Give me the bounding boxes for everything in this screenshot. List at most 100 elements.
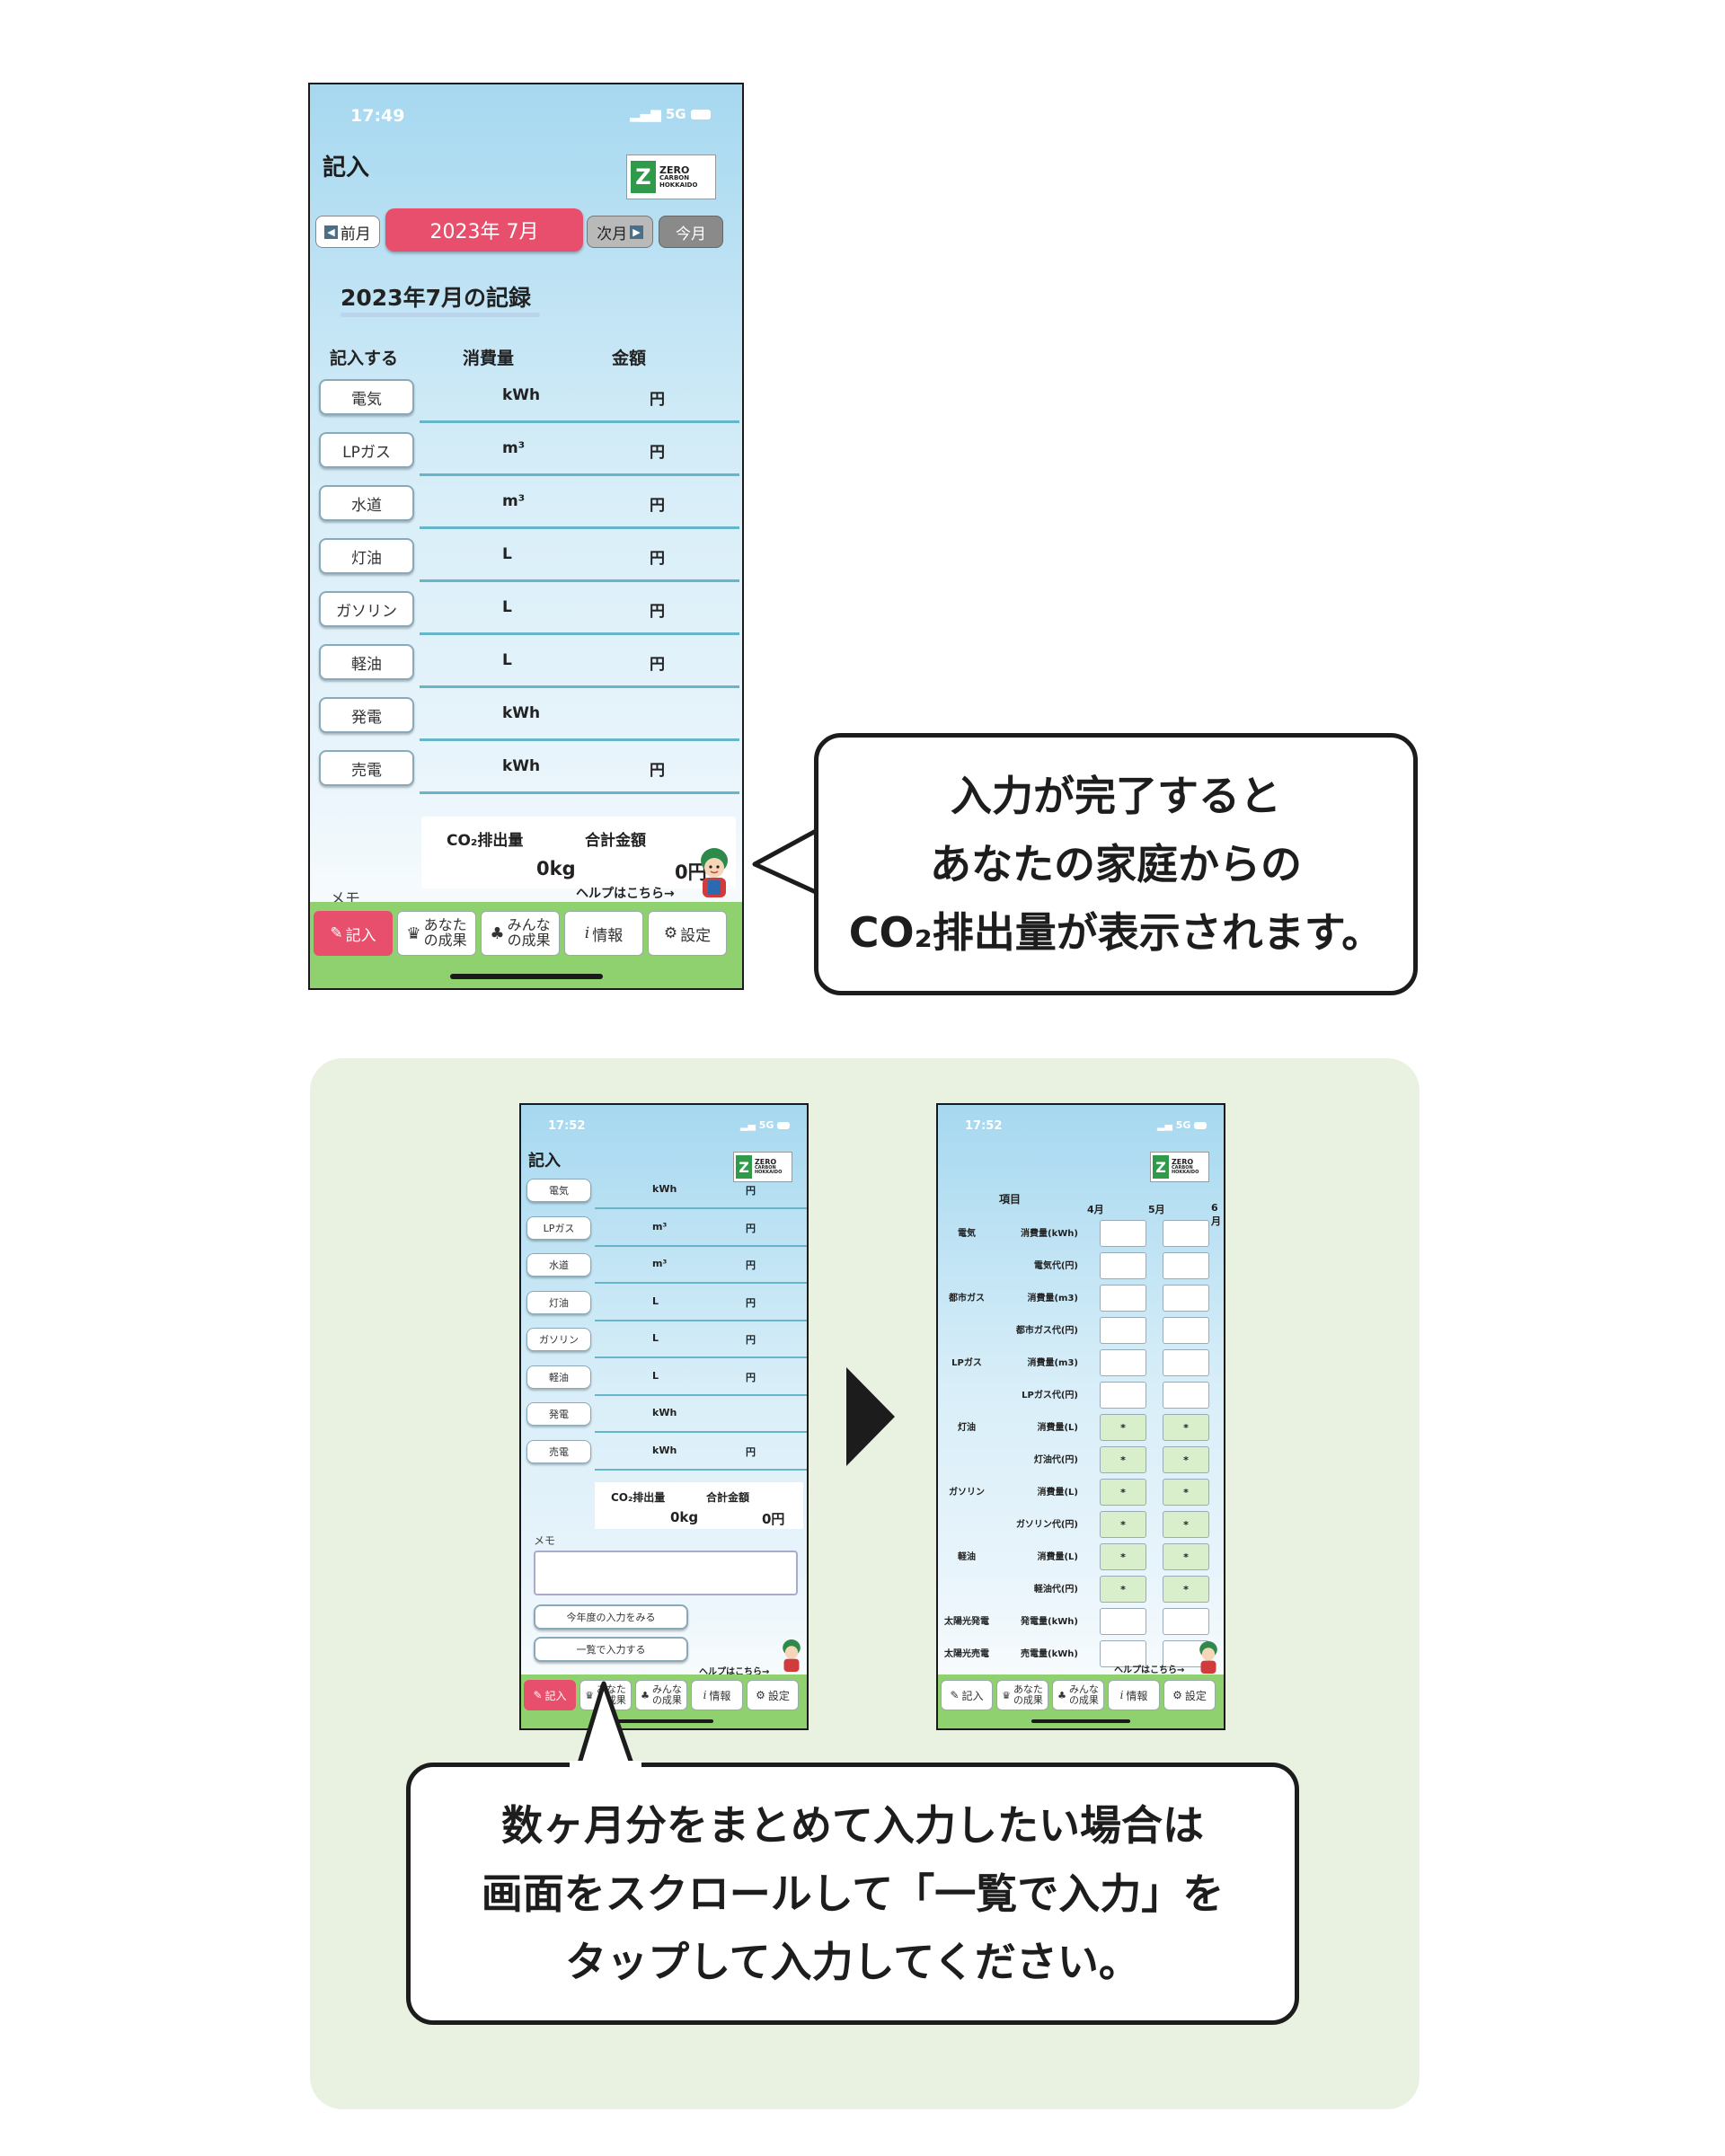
tab-settings[interactable]: ⚙設定: [747, 1680, 799, 1710]
month-input-cell[interactable]: [1100, 1285, 1146, 1312]
category-label: LPガス: [951, 1358, 982, 1368]
tab-entry[interactable]: ✎記入: [941, 1680, 993, 1710]
crown-icon: ♛: [406, 923, 421, 943]
tab-everyone-results[interactable]: ♣みんなの成果: [1052, 1680, 1104, 1710]
tab-entry[interactable]: ✎記入: [524, 1680, 576, 1710]
month-input-cell[interactable]: *: [1100, 1576, 1146, 1603]
entry-button[interactable]: 軽油: [319, 644, 414, 680]
tab-settings[interactable]: ⚙設定: [1163, 1680, 1216, 1710]
amount-unit: 円: [650, 656, 665, 674]
tab-settings[interactable]: ⚙設定: [648, 911, 727, 956]
month-input-cell[interactable]: [1163, 1317, 1209, 1344]
month-input-cell[interactable]: [1163, 1220, 1209, 1247]
list-input-button[interactable]: 一覧で入力する: [534, 1637, 688, 1662]
entry-button[interactable]: LPガス: [319, 432, 414, 468]
month-input-cell[interactable]: [1163, 1285, 1209, 1312]
entry-button[interactable]: 売電: [319, 750, 414, 786]
entry-button[interactable]: 水道: [319, 485, 414, 521]
amount-unit: 円: [746, 1445, 756, 1458]
month-input-cell[interactable]: *: [1100, 1414, 1146, 1441]
month-input-cell[interactable]: [1100, 1252, 1146, 1279]
amount-unit: 円: [650, 391, 665, 409]
month-input-cell[interactable]: [1100, 1608, 1146, 1635]
entry-button[interactable]: 灯油: [319, 538, 414, 574]
entry-button[interactable]: 発電: [526, 1402, 591, 1426]
tab-everyone-results[interactable]: ♣みんなの成果: [635, 1680, 687, 1710]
current-month-display[interactable]: 2023年 7月: [385, 208, 583, 252]
memo-textarea[interactable]: [534, 1551, 798, 1595]
tab-entry[interactable]: ✎記入: [314, 911, 393, 956]
help-link[interactable]: ヘルプはこちら→: [1114, 1666, 1185, 1675]
month-input-cell[interactable]: *: [1163, 1414, 1209, 1441]
this-month-button[interactable]: 今月: [659, 216, 723, 248]
tab-my-results[interactable]: ♛ あなたの成果: [397, 911, 476, 956]
month-input-cell[interactable]: [1100, 1382, 1146, 1409]
pencil-icon: ✎: [533, 1689, 543, 1701]
month-input-cell[interactable]: [1100, 1640, 1146, 1667]
month-input-cell[interactable]: [1100, 1220, 1146, 1247]
row-divider: [420, 685, 739, 688]
entry-button[interactable]: 電気: [526, 1179, 591, 1202]
entry-button[interactable]: 電気: [319, 379, 414, 415]
month-input-cell[interactable]: *: [1163, 1446, 1209, 1473]
usage-unit: L: [502, 651, 512, 669]
home-indicator: [449, 974, 603, 979]
category-label: 電気: [958, 1229, 976, 1239]
entry-button[interactable]: 売電: [526, 1439, 591, 1463]
entry-button[interactable]: 発電: [319, 697, 414, 733]
entry-button[interactable]: 水道: [526, 1253, 591, 1277]
amount-unit: 円: [746, 1222, 756, 1234]
prev-arrow-icon: ◀: [324, 225, 338, 239]
record-title-underline: [341, 313, 540, 317]
entry-button[interactable]: 軽油: [526, 1365, 591, 1389]
entry-button[interactable]: ガソリン: [526, 1328, 591, 1351]
month-input-cell[interactable]: [1100, 1349, 1146, 1376]
item-label: 発電量(kWh): [1021, 1617, 1078, 1627]
month-input-cell[interactable]: [1163, 1608, 1209, 1635]
callout-2: 数ヶ月分をまとめて入力したい場合は 画面をスクロールして「一覧で入力」を タップ…: [406, 1763, 1299, 2025]
month-input-cell[interactable]: *: [1163, 1511, 1209, 1538]
tab-my-results[interactable]: ♛あなたの成果: [996, 1680, 1048, 1710]
month-input-cell[interactable]: *: [1163, 1543, 1209, 1570]
month-input-cell[interactable]: [1163, 1252, 1209, 1279]
info-icon: i: [703, 1689, 707, 1701]
amount-unit: 円: [650, 497, 665, 515]
month-input-cell[interactable]: *: [1163, 1479, 1209, 1506]
help-link[interactable]: ヘルプはこちら→: [699, 1667, 770, 1677]
month-input-cell[interactable]: *: [1100, 1543, 1146, 1570]
item-label: 売電量(kWh): [1021, 1649, 1078, 1659]
month-input-cell[interactable]: *: [1100, 1511, 1146, 1538]
prev-month-button[interactable]: ◀ 前月: [315, 216, 380, 248]
tab-everyone-results[interactable]: ♣ みんなの成果: [481, 911, 560, 956]
help-link[interactable]: ヘルプはこちら→: [576, 887, 675, 901]
next-month-button[interactable]: 次月 ▶: [587, 216, 653, 248]
item-label: 消費量(kWh): [1021, 1229, 1078, 1239]
view-year-input-button[interactable]: 今年度の入力をみる: [534, 1604, 688, 1630]
month-input-cell[interactable]: [1163, 1349, 1209, 1376]
category-label: ガソリン: [949, 1488, 985, 1498]
usage-unit: L: [502, 598, 512, 616]
item-label: 消費量(L): [1037, 1552, 1078, 1562]
month-input-cell[interactable]: *: [1163, 1576, 1209, 1603]
pencil-icon: ✎: [330, 924, 343, 942]
month-input-cell[interactable]: [1163, 1382, 1209, 1409]
usage-unit: kWh: [652, 1444, 677, 1456]
month-input-cell[interactable]: [1100, 1317, 1146, 1344]
battery-icon: [1194, 1122, 1208, 1129]
row-divider: [420, 420, 739, 423]
callout-2-pointer: [570, 1681, 641, 1770]
co2-label: CO₂排出量: [447, 832, 524, 850]
month-input-cell[interactable]: *: [1100, 1479, 1146, 1506]
entry-button[interactable]: ガソリン: [319, 591, 414, 627]
entry-button[interactable]: LPガス: [526, 1215, 591, 1240]
zero-carbon-logo: Z ZERO CARBON HOKKAIDO: [1150, 1152, 1209, 1182]
row-divider: [595, 1468, 807, 1471]
item-label: 消費量(L): [1037, 1423, 1078, 1433]
amount-unit: 円: [650, 444, 665, 462]
month-input-cell[interactable]: *: [1100, 1446, 1146, 1473]
entry-button[interactable]: 灯油: [526, 1290, 591, 1314]
